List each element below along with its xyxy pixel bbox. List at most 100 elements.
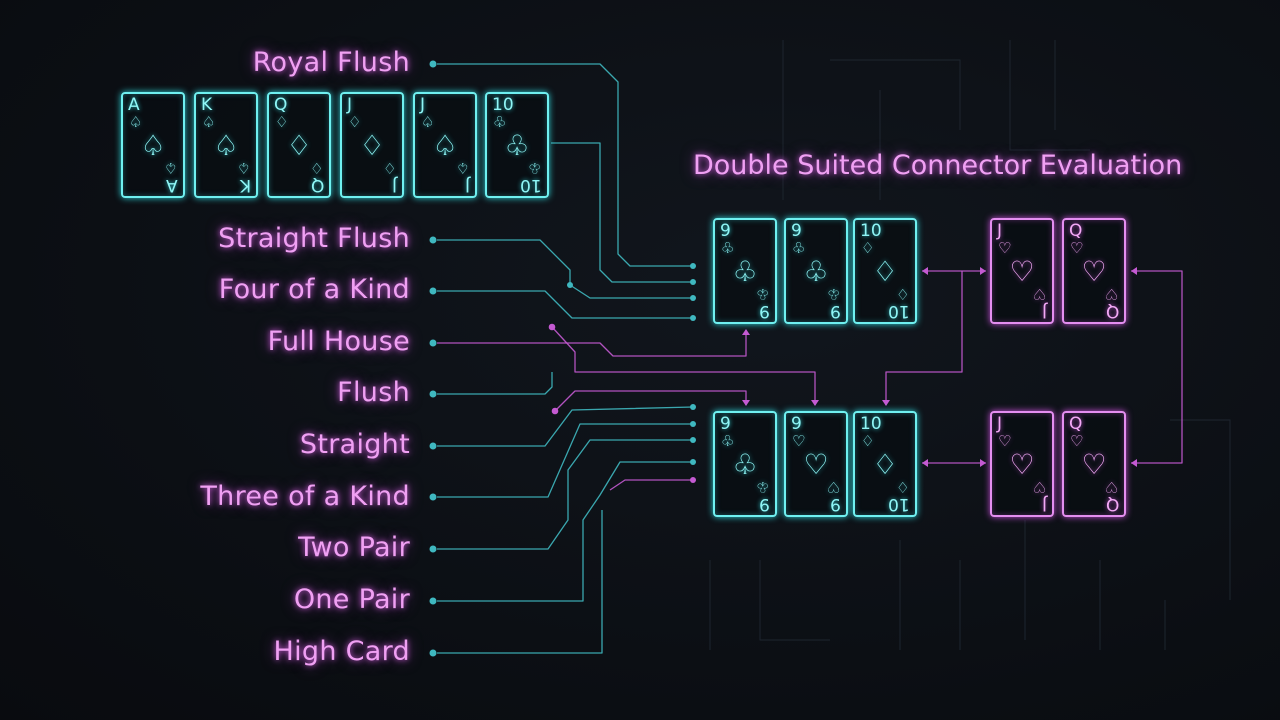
card-rank: 9 bbox=[830, 301, 841, 321]
connector-wire bbox=[437, 290, 693, 319]
card-rank: 9 bbox=[759, 301, 770, 321]
suit-spade-icon: ♤ bbox=[455, 159, 469, 177]
playing-card: J♢♢♢J bbox=[340, 92, 404, 198]
suit-spade-icon: ♤ bbox=[163, 159, 177, 177]
wire-node bbox=[429, 339, 437, 347]
playing-card: Q♡♡♡Q bbox=[1062, 218, 1126, 324]
suit-heart-icon: ♡ bbox=[1070, 239, 1084, 257]
suit-spade-icon: ♤ bbox=[140, 129, 166, 162]
label-flush: Flush bbox=[337, 377, 410, 408]
playing-card: J♡♡♡J bbox=[990, 411, 1054, 517]
suit-diamond-icon: ♢ bbox=[895, 478, 909, 496]
connector-wire bbox=[437, 406, 694, 447]
card-rank: J bbox=[997, 414, 1003, 434]
playing-card: Q♡♡♡Q bbox=[1062, 411, 1126, 517]
wire-arrow bbox=[1131, 267, 1137, 275]
playing-card: A♤♤♤A bbox=[121, 92, 185, 198]
wire-arrow bbox=[882, 400, 890, 406]
suit-diamond-icon: ♢ bbox=[348, 113, 362, 131]
card-rank: J bbox=[997, 221, 1003, 241]
card-rank: Q bbox=[1069, 221, 1083, 241]
playing-card: 9♧♧♧9 bbox=[784, 218, 848, 324]
wire-node bbox=[690, 295, 696, 301]
connector-wire bbox=[1009, 40, 1090, 151]
wire-arrow bbox=[922, 267, 928, 275]
wire-node bbox=[429, 390, 437, 398]
playing-card: 10♢♢♢10 bbox=[853, 218, 917, 324]
suit-heart-icon: ♡ bbox=[826, 478, 840, 496]
card-rank: Q bbox=[274, 95, 288, 115]
suit-diamond-icon: ♢ bbox=[861, 432, 875, 450]
suit-diamond-icon: ♢ bbox=[359, 129, 385, 162]
connector-wire bbox=[554, 390, 747, 412]
suit-club-icon: ♧ bbox=[493, 113, 507, 131]
card-rank: 10 bbox=[860, 414, 882, 434]
card-rank: 9 bbox=[830, 494, 841, 514]
suit-club-icon: ♧ bbox=[504, 129, 530, 162]
connector-wire bbox=[437, 239, 693, 299]
label-straight-flush: Straight Flush bbox=[218, 223, 410, 254]
wire-node bbox=[690, 315, 696, 321]
connector-wire bbox=[437, 439, 693, 550]
wire-node bbox=[429, 236, 437, 244]
wire-node bbox=[429, 597, 437, 605]
connector-wire bbox=[885, 271, 963, 405]
suit-heart-icon: ♡ bbox=[803, 448, 829, 481]
suit-club-icon: ♧ bbox=[527, 159, 541, 177]
card-rank: A bbox=[128, 95, 140, 115]
suit-heart-icon: ♡ bbox=[792, 432, 806, 450]
wire-node bbox=[551, 407, 559, 415]
connector-wire bbox=[437, 423, 693, 498]
playing-card: 10♢♢♢10 bbox=[853, 411, 917, 517]
suit-spade-icon: ♤ bbox=[129, 113, 143, 131]
wire-node bbox=[690, 404, 696, 410]
wire-arrow bbox=[922, 459, 928, 467]
wire-node bbox=[429, 493, 437, 501]
connector-wire bbox=[437, 510, 603, 654]
suit-spade-icon: ♤ bbox=[236, 159, 250, 177]
suit-club-icon: ♧ bbox=[803, 255, 829, 288]
connector-wire bbox=[551, 142, 693, 283]
wire-arrow bbox=[980, 267, 986, 275]
wire-arrow bbox=[742, 329, 750, 335]
card-rank: 10 bbox=[888, 301, 910, 321]
connector-wire bbox=[437, 461, 693, 602]
card-rank: 9 bbox=[791, 221, 802, 241]
wire-arrow bbox=[1131, 459, 1137, 467]
suit-heart-icon: ♡ bbox=[1104, 285, 1118, 303]
label-straight: Straight bbox=[299, 429, 410, 460]
wire-node bbox=[429, 545, 437, 553]
playing-card: 9♧♧♧9 bbox=[713, 411, 777, 517]
diagram-title: Double Suited Connector Evaluation bbox=[693, 150, 1183, 181]
wire-arrow bbox=[742, 400, 750, 406]
label-three-of-a-kind: Three of a Kind bbox=[200, 481, 410, 512]
suit-heart-icon: ♡ bbox=[1032, 478, 1046, 496]
suit-heart-icon: ♡ bbox=[998, 432, 1012, 450]
suit-diamond-icon: ♢ bbox=[861, 239, 875, 257]
connector-wire bbox=[830, 59, 961, 130]
wire-node bbox=[690, 279, 696, 285]
card-rank: J bbox=[420, 95, 426, 115]
suit-spade-icon: ♤ bbox=[421, 113, 435, 131]
wire-arrow bbox=[811, 400, 819, 406]
suit-diamond-icon: ♢ bbox=[286, 129, 312, 162]
suit-club-icon: ♧ bbox=[755, 285, 769, 303]
suit-heart-icon: ♡ bbox=[1081, 255, 1107, 288]
suit-diamond-icon: ♢ bbox=[872, 255, 898, 288]
card-rank: J bbox=[391, 175, 397, 195]
connector-wire bbox=[551, 326, 816, 405]
card-rank: 10 bbox=[520, 175, 542, 195]
card-rank: Q bbox=[310, 175, 324, 195]
card-rank: K bbox=[201, 95, 213, 115]
suit-club-icon: ♧ bbox=[721, 239, 735, 257]
suit-club-icon: ♧ bbox=[755, 478, 769, 496]
connector-wire bbox=[759, 560, 830, 641]
suit-heart-icon: ♡ bbox=[1081, 448, 1107, 481]
connector-wire bbox=[437, 330, 747, 357]
playing-card: 10♧♧♧10 bbox=[485, 92, 549, 198]
suit-heart-icon: ♡ bbox=[1009, 255, 1035, 288]
suit-heart-icon: ♡ bbox=[1009, 448, 1035, 481]
card-rank: 9 bbox=[720, 221, 731, 241]
card-rank: 9 bbox=[791, 414, 802, 434]
